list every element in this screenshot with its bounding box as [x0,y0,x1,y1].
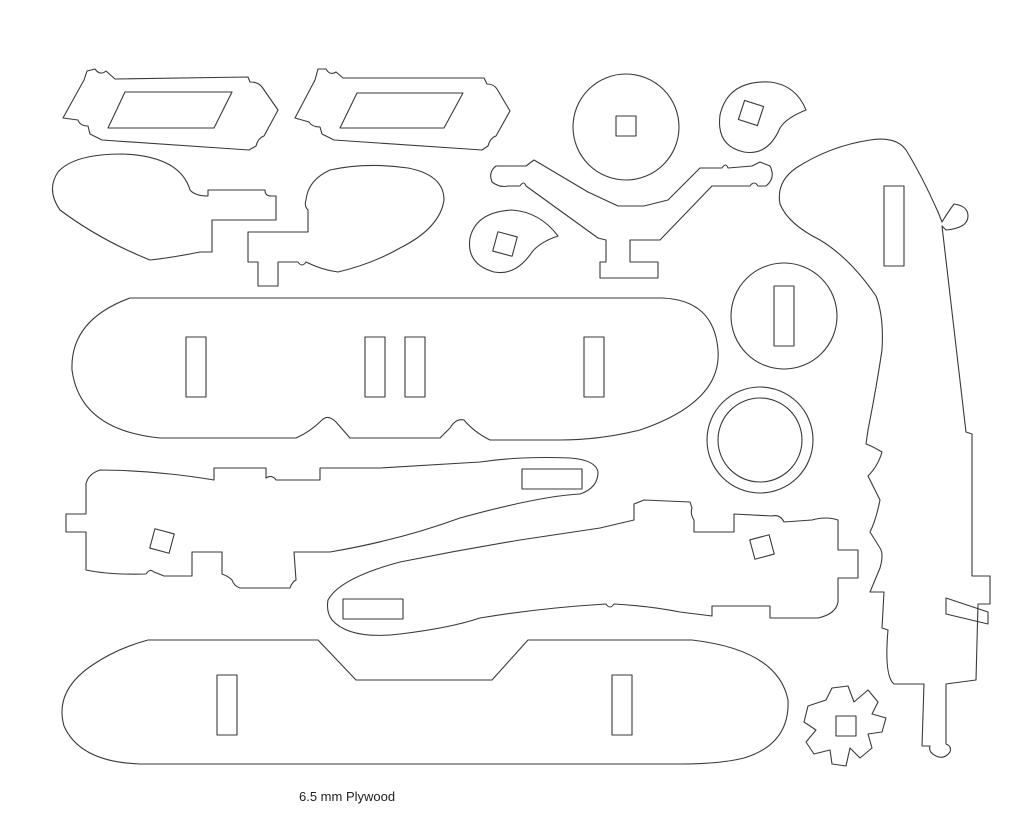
cam-piece-2 [468,209,559,274]
disc-with-slot [730,262,838,370]
wing-tip-right [247,164,445,287]
strut-part-2 [294,68,511,151]
material-label: 6.5 mm Plywood [299,789,396,804]
wing-tip-left [51,153,277,261]
main-wing-upper [71,297,719,441]
landing-gear-y [490,159,773,279]
cam-piece-1 [718,81,807,154]
propeller-hub [803,685,887,767]
wheel-disc [572,73,680,181]
fuselage-side-upper [65,456,599,589]
main-wing-lower [61,639,789,765]
engine-ring [706,386,814,494]
fuselage-side-lower [326,499,859,636]
tail-fin-tall [778,138,991,758]
strut-part-1 [62,68,279,151]
